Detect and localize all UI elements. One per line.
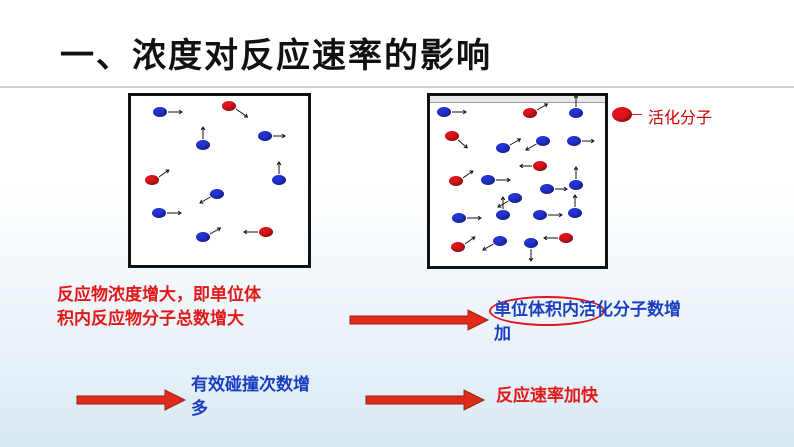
activated-molecule: [449, 176, 463, 186]
molecule: [481, 175, 495, 185]
arrow-right-icon: [76, 389, 187, 411]
collision-text-line1: 有效碰撞次数增: [191, 375, 310, 395]
motion-arrow-icon: [467, 215, 482, 221]
activated-molecule: [445, 131, 459, 141]
molecule: [258, 131, 272, 141]
reaction-rate-text: 反应速率加快: [496, 386, 598, 406]
activated-text-line1: 单位体积内活化分子数增: [494, 300, 681, 320]
molecule: [536, 136, 550, 146]
activated-molecule: [523, 108, 537, 118]
motion-arrow-icon: [457, 139, 469, 149]
molecule: [569, 180, 583, 190]
activated-text-line2: 加: [494, 324, 511, 344]
molecule: [493, 236, 507, 246]
motion-arrow-icon: [158, 169, 170, 177]
activated-molecules-text: 单位体积内活化分子数增 加: [494, 298, 754, 346]
arrow-right-icon: [365, 389, 486, 411]
motion-arrow-icon: [167, 210, 182, 216]
motion-arrow-icon: [572, 194, 578, 207]
collision-text-line2: 多: [191, 399, 208, 419]
molecule: [452, 213, 466, 223]
molecule: [153, 107, 167, 117]
legend-connector: [632, 114, 642, 115]
activated-molecule: [451, 242, 465, 252]
motion-arrow-icon: [509, 138, 522, 146]
activated-molecule-legend-icon: [612, 107, 632, 122]
molecule: [533, 210, 547, 220]
highlight-oval: [489, 296, 605, 326]
motion-arrow-icon: [528, 249, 534, 262]
motion-arrow-icon: [536, 103, 549, 111]
motion-arrow-icon: [235, 109, 248, 119]
legend-label: 活化分子: [648, 108, 713, 127]
arrow-right-icon: [349, 309, 490, 331]
motion-arrow-icon: [276, 161, 282, 174]
molecule: [540, 184, 554, 194]
motion-arrow-icon: [481, 243, 494, 251]
reactant-text-line1: 反应物浓度增大，即单位体: [57, 285, 261, 305]
motion-arrow-icon: [500, 196, 506, 209]
motion-arrow-icon: [496, 177, 511, 183]
motion-arrow-icon: [543, 235, 558, 241]
motion-arrow-icon: [555, 186, 568, 192]
activated-molecule: [559, 233, 573, 243]
motion-arrow-icon: [209, 227, 222, 235]
molecule: [568, 208, 582, 218]
motion-arrow-icon: [273, 133, 286, 139]
activated-molecule: [259, 227, 273, 237]
effective-collisions-text: 有效碰撞次数增 多: [191, 373, 381, 421]
molecule: [524, 238, 538, 248]
motion-arrow-icon: [573, 166, 579, 179]
molecule: [272, 175, 286, 185]
motion-arrow-icon: [548, 212, 563, 218]
molecule: [152, 208, 166, 218]
motion-arrow-icon: [200, 126, 206, 139]
molecule: [567, 136, 581, 146]
reactant-text-line2: 积内反应物分子总数增大: [57, 309, 244, 329]
motion-arrow-icon: [243, 229, 258, 235]
motion-arrow-icon: [168, 109, 183, 115]
motion-arrow-icon: [524, 143, 537, 151]
title-divider: [0, 86, 794, 88]
activated-molecule: [222, 101, 236, 111]
motion-arrow-icon: [464, 236, 476, 244]
motion-arrow-icon: [452, 109, 467, 115]
molecule: [196, 140, 210, 150]
page-title: 一、浓度对反应速率的影响: [60, 36, 492, 76]
molecule: [210, 189, 224, 199]
motion-arrow-icon: [462, 170, 474, 178]
box-top-bar: [430, 96, 605, 103]
motion-arrow-icon: [519, 163, 532, 169]
motion-arrow-icon: [573, 94, 579, 107]
activated-molecule: [145, 175, 159, 185]
molecule: [496, 210, 510, 220]
molecule: [496, 143, 510, 153]
motion-arrow-icon: [582, 138, 595, 144]
molecule: [437, 107, 451, 117]
activated-molecule: [533, 161, 547, 171]
molecule: [569, 108, 583, 118]
motion-arrow-icon: [198, 196, 211, 204]
reactant-concentration-text: 反应物浓度增大，即单位体 积内反应物分子总数增大: [57, 283, 357, 331]
molecule: [196, 232, 210, 242]
molecule: [508, 193, 522, 203]
